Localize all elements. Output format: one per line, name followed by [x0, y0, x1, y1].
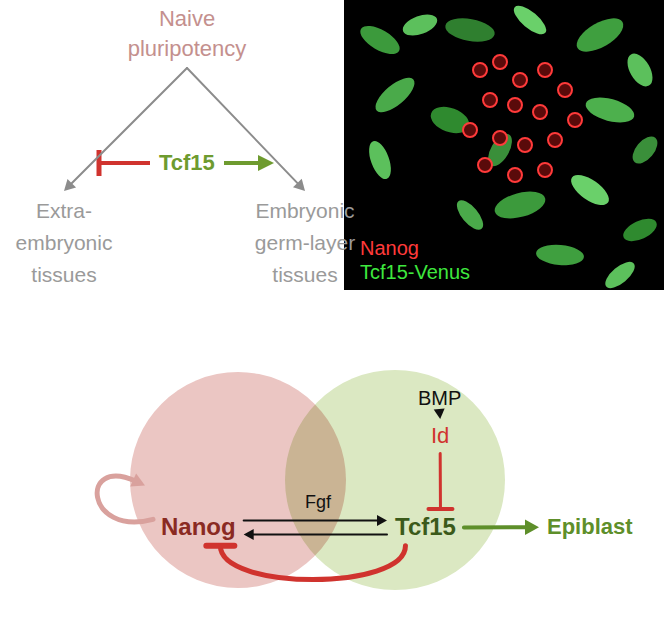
connector — [428, 453, 452, 509]
arrow-head — [434, 408, 445, 419]
signal-label: BMP — [414, 386, 465, 410]
fate-label: Embryonic germ-layer tissues — [245, 195, 365, 291]
cell — [443, 15, 496, 45]
arrow-head — [293, 179, 305, 191]
nucleus — [483, 93, 497, 107]
node-text: Id — [431, 423, 449, 449]
nucleus — [473, 63, 487, 77]
nucleus — [538, 63, 552, 77]
node-text: Nanog — [161, 513, 236, 542]
node-text: BMP — [418, 386, 461, 410]
connector — [206, 546, 405, 580]
arrow-head — [244, 529, 254, 540]
nucleus — [508, 168, 522, 182]
nucleus — [513, 73, 527, 87]
nucleus — [568, 113, 582, 127]
node-text: Epiblast — [547, 514, 633, 540]
nucleus — [493, 55, 507, 69]
nucleus — [538, 163, 552, 177]
venn-circles — [130, 370, 505, 590]
cell — [622, 49, 657, 90]
nucleus — [558, 83, 572, 97]
cell — [356, 20, 404, 59]
straight-line — [439, 453, 442, 509]
arrow-head — [64, 179, 76, 191]
connector — [464, 520, 539, 535]
cell — [601, 257, 639, 292]
gene-label: Tcf15 — [391, 513, 460, 542]
promotion-line — [224, 161, 260, 165]
fate-label: Extra- embryonic tissues — [8, 195, 120, 291]
curved-line — [220, 546, 405, 580]
nucleus — [478, 158, 492, 172]
channel-label: Tcf15-Venus — [360, 260, 470, 284]
tcf15-effects — [99, 150, 274, 176]
node-text: Embryonic germ-layer tissues — [249, 195, 361, 291]
straight-line — [464, 525, 528, 529]
cell — [583, 93, 637, 127]
cell — [400, 10, 440, 39]
straight-line — [252, 533, 387, 535]
cell — [628, 132, 662, 168]
node-text: Extra- embryonic tissues — [12, 195, 116, 291]
node-text: Naive pluripotency — [116, 4, 258, 64]
connector — [244, 529, 387, 540]
cell — [535, 243, 585, 267]
gene-label: Nanog — [157, 513, 240, 542]
nucleus — [463, 123, 477, 137]
state-label: Naive pluripotency — [112, 4, 262, 64]
connector — [244, 515, 387, 526]
nucleus — [493, 131, 507, 145]
self-loop — [97, 476, 153, 522]
inhibition-line — [99, 161, 150, 165]
cell — [365, 138, 396, 182]
cell — [620, 214, 660, 246]
nucleus — [533, 105, 547, 119]
cell — [571, 12, 628, 59]
cell — [370, 72, 420, 118]
arrow-head — [377, 515, 387, 526]
nucleus — [518, 138, 532, 152]
venus-cells — [356, 1, 662, 293]
arrow-head — [525, 520, 539, 535]
tcf15-circle — [285, 370, 505, 590]
inhibition-bar — [206, 543, 234, 549]
arrow-head — [130, 474, 145, 487]
inhibition-bar — [428, 507, 452, 511]
nucleus — [508, 98, 522, 112]
cell — [566, 169, 614, 211]
nucleus — [548, 133, 562, 147]
node-text: Tcf15 — [395, 513, 456, 542]
cell — [452, 196, 487, 234]
fate-label: Epiblast — [543, 514, 637, 540]
cell — [492, 187, 548, 224]
straight-line — [244, 519, 379, 521]
connector — [434, 408, 445, 419]
connector — [97, 474, 153, 522]
gene-label: Id — [427, 423, 453, 449]
nanog-nuclei — [463, 55, 582, 182]
channel-label: Nanog — [360, 236, 419, 260]
gene-label: Tcf15 — [159, 150, 215, 176]
edge-label: Fgf — [305, 492, 331, 514]
micrograph-ground — [344, 0, 664, 290]
cell — [510, 1, 551, 39]
